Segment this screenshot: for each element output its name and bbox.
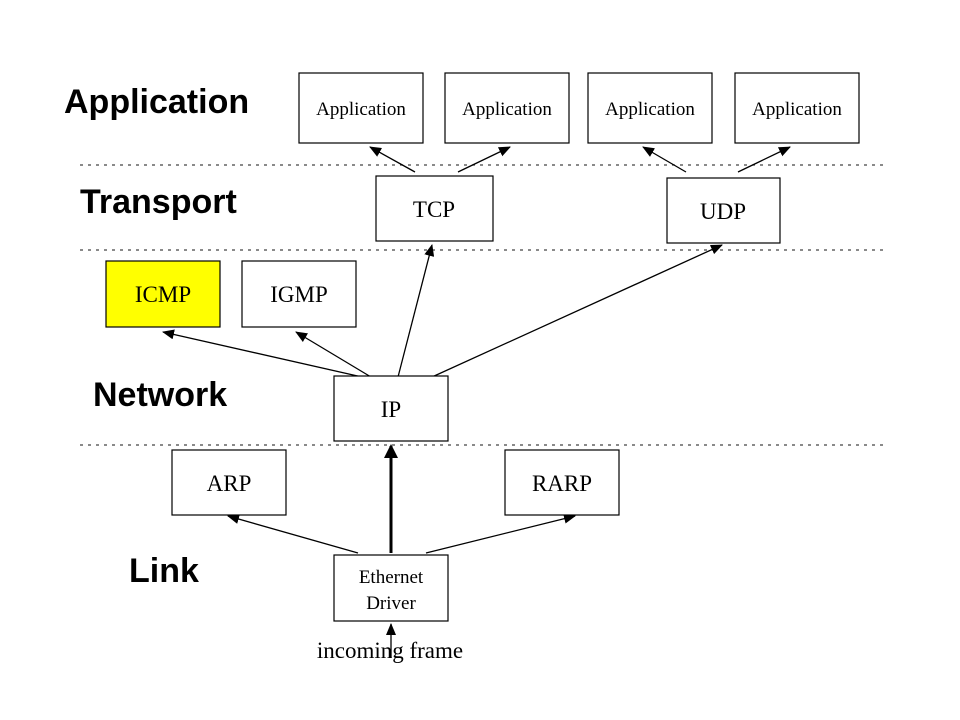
box-udp-label: UDP: [700, 199, 746, 224]
box-application-2-label: Application: [462, 99, 552, 120]
box-ethernet-driver: [333, 554, 449, 622]
box-tcp: [375, 175, 494, 242]
arrow-ethernet-to-arp: [227, 514, 359, 554]
layer-label-transport: Transport: [80, 183, 237, 221]
arrow-ip-to-udp: [431, 244, 723, 378]
box-ethernet-driver-line2: Driver: [366, 593, 416, 614]
arrow-tcp-to-app2: [457, 146, 511, 173]
box-icmp-label: ICMP: [135, 282, 191, 307]
box-ip-label: IP: [381, 397, 401, 422]
arrow-tcp-to-app1: [369, 146, 416, 173]
box-application-4: [734, 72, 860, 144]
box-arp: [171, 449, 287, 516]
box-ethernet-driver-line1: Ethernet: [359, 567, 424, 588]
arrow-ip-to-igmp: [295, 331, 372, 378]
box-icmp: [105, 260, 221, 328]
box-igmp-label: IGMP: [270, 282, 328, 307]
box-application-3: [587, 72, 713, 144]
layer-label-network: Network: [93, 376, 227, 414]
box-tcp-label: TCP: [413, 197, 455, 222]
box-application-1: [298, 72, 424, 144]
box-udp: [666, 177, 781, 244]
box-application-2: [444, 72, 570, 144]
incoming-frame-caption: incoming frame: [317, 638, 463, 663]
arrow-ethernet-to-rarp: [425, 513, 576, 554]
box-application-4-label: Application: [752, 99, 842, 120]
arrow-udp-to-app3: [642, 146, 687, 173]
box-igmp: [241, 260, 357, 328]
box-application-3-label: Application: [605, 99, 695, 120]
box-rarp-label: RARP: [532, 471, 592, 496]
arrow-udp-to-app4: [737, 146, 791, 173]
box-ip: [333, 375, 449, 442]
layer-label-link: Link: [129, 552, 199, 590]
box-application-1-label: Application: [316, 99, 406, 120]
arrow-ip-to-icmp: [162, 329, 363, 378]
arrow-ip-to-tcp: [397, 244, 435, 378]
layer-label-application: Application: [64, 83, 249, 121]
box-rarp: [504, 449, 620, 516]
box-arp-label: ARP: [207, 471, 252, 496]
